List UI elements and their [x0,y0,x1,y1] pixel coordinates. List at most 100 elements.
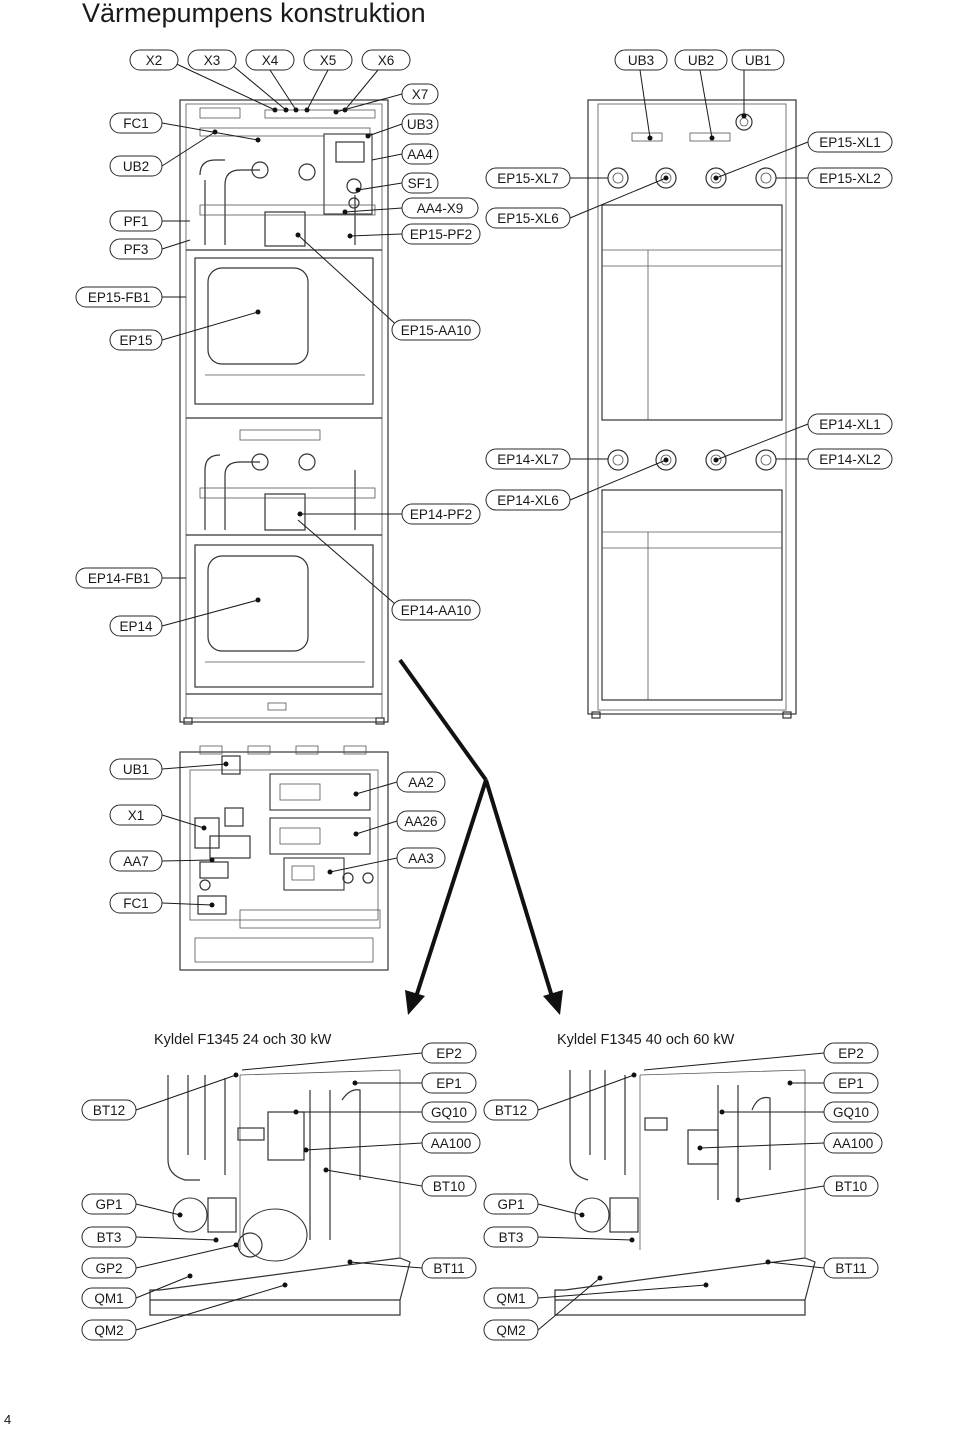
svg-text:EP14-PF2: EP14-PF2 [410,507,472,522]
label-x2: X2 [129,49,179,71]
svg-text:QM1: QM1 [496,1291,525,1306]
svg-text:EP14-XL2: EP14-XL2 [819,452,881,467]
label-r-qm1: QM1 [483,1287,539,1309]
label-ep15-xl6: EP15-XL6 [485,207,571,229]
label-l-bt3: BT3 [81,1226,137,1248]
svg-text:X5: X5 [320,53,337,68]
svg-text:UB1: UB1 [123,762,149,777]
svg-text:X7: X7 [412,87,429,102]
svg-text:EP15-XL6: EP15-XL6 [497,211,559,226]
label-r-ep1: EP1 [823,1072,879,1094]
svg-text:BT3: BT3 [499,1230,524,1245]
svg-text:AA7: AA7 [123,854,149,869]
svg-text:AA4: AA4 [407,147,433,162]
label-l-gp2: GP2 [81,1257,137,1279]
svg-text:GP1: GP1 [497,1197,524,1212]
svg-text:UB2: UB2 [688,53,714,68]
label-l-bt12: BT12 [81,1099,137,1121]
label-boxes: X2 X3 X4 X5 X6 UB3 UB2 UB1 FC1 UB2 PF1 P… [75,49,893,1341]
label-aa2: AA2 [396,771,446,793]
label-ub3: UB3 [401,113,439,135]
svg-text:EP1: EP1 [838,1076,864,1091]
label-ep15-fb1: EP15-FB1 [75,286,163,308]
svg-text:EP14-FB1: EP14-FB1 [88,571,150,586]
svg-text:AA3: AA3 [408,851,434,866]
label-ep14-xl1: EP14-XL1 [807,413,893,435]
label-aa4-x9: AA4-X9 [401,197,479,219]
svg-text:AA4-X9: AA4-X9 [417,201,464,216]
label-fc1: FC1 [109,112,163,134]
leader-lines [135,59,825,1331]
cooling-module-large [554,1069,816,1316]
label-r-bt3: BT3 [483,1226,539,1248]
label-ep15: EP15 [109,329,163,351]
svg-text:EP14: EP14 [119,619,153,634]
label-ep15-xl2: EP15-XL2 [807,167,893,189]
label-l-bt11: BT11 [421,1257,477,1279]
side-view-unit [587,99,797,719]
label-pf3: PF3 [109,238,163,260]
label-aa7: AA7 [109,850,163,872]
svg-text:PF1: PF1 [124,214,149,229]
label-fc1-lower: FC1 [109,892,163,914]
svg-text:EP15-XL7: EP15-XL7 [497,171,559,186]
svg-text:FC1: FC1 [123,896,149,911]
label-ep14: EP14 [109,615,163,637]
label-r-ep2: EP2 [823,1042,879,1064]
svg-text:BT11: BT11 [433,1261,464,1276]
label-x3: X3 [187,49,237,71]
label-r-bt12: BT12 [483,1099,539,1121]
label-l-ep1: EP1 [421,1072,477,1094]
arrow-head-left [405,990,425,1015]
label-r-gq10: GQ10 [823,1101,879,1123]
label-x4: X4 [245,49,295,71]
svg-text:GP2: GP2 [95,1261,122,1276]
svg-text:EP14-XL1: EP14-XL1 [819,417,881,432]
svg-text:X6: X6 [378,53,395,68]
label-r-bt11: BT11 [823,1257,879,1279]
label-ub1-top: UB1 [731,49,785,71]
svg-text:BT10: BT10 [835,1179,867,1194]
svg-text:PF3: PF3 [124,242,149,257]
label-r-gp1: GP1 [483,1193,539,1215]
svg-text:SF1: SF1 [408,176,433,191]
label-ub2: UB2 [109,155,163,177]
svg-text:X4: X4 [262,53,279,68]
label-l-qm1: QM1 [81,1287,137,1309]
svg-text:BT12: BT12 [495,1103,527,1118]
svg-text:EP15-PF2: EP15-PF2 [410,227,472,242]
svg-text:AA2: AA2 [408,775,434,790]
svg-text:X3: X3 [204,53,221,68]
svg-text:UB2: UB2 [123,159,149,174]
svg-text:FC1: FC1 [123,116,149,131]
label-ep15-xl7: EP15-XL7 [485,167,571,189]
label-ep14-pf2: EP14-PF2 [401,503,481,525]
caption-small-unit: Kyldel F1345 24 och 30 kW [154,1032,332,1048]
svg-text:BT3: BT3 [97,1230,122,1245]
svg-text:BT10: BT10 [433,1179,465,1194]
label-ep15-aa10: EP15-AA10 [391,319,481,341]
label-r-aa100: AA100 [823,1132,883,1154]
expansion-arrows [398,658,563,1015]
svg-text:GQ10: GQ10 [833,1105,869,1120]
svg-text:AA100: AA100 [833,1136,874,1151]
label-ep15-xl1: EP15-XL1 [807,131,893,153]
svg-text:EP2: EP2 [838,1046,864,1061]
label-ep14-xl7: EP14-XL7 [485,448,571,470]
label-l-ep2: EP2 [421,1042,477,1064]
caption-large-unit: Kyldel F1345 40 och 60 kW [557,1032,735,1048]
front-view-unit [179,99,389,725]
svg-text:EP15-XL2: EP15-XL2 [819,171,881,186]
label-ep14-xl2: EP14-XL2 [807,448,893,470]
label-l-bt10: BT10 [421,1175,477,1197]
label-l-qm2: QM2 [81,1319,137,1341]
cooling-module-small [149,1069,411,1316]
label-l-gq10: GQ10 [421,1101,477,1123]
label-aa4: AA4 [401,143,439,165]
label-ep15-pf2: EP15-PF2 [401,223,481,245]
svg-text:EP15: EP15 [119,333,152,348]
label-l-gp1: GP1 [81,1193,137,1215]
label-r-qm2: QM2 [483,1319,539,1341]
label-pf1: PF1 [109,210,163,232]
svg-text:EP15-AA10: EP15-AA10 [401,323,472,338]
